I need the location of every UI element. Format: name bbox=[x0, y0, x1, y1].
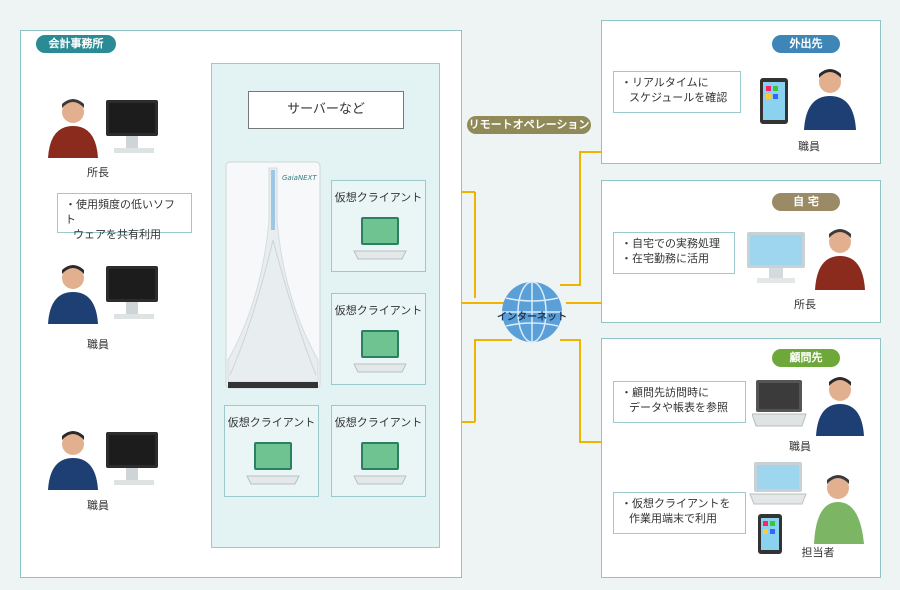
server-tower bbox=[224, 160, 322, 392]
outside-figure bbox=[758, 68, 868, 134]
laptop-icon bbox=[353, 217, 407, 260]
client-person2-label: 担当者 bbox=[801, 546, 835, 559]
virtual-client-4: 仮想クライアント bbox=[331, 405, 426, 497]
virtual-client-4-label: 仮想クライアント bbox=[334, 416, 423, 429]
office-title: 会計事務所 bbox=[36, 35, 116, 53]
outside-note: ・リアルタイムに スケジュールを確認 bbox=[613, 71, 741, 113]
remote-operation-label: リモートオペレーション bbox=[467, 116, 591, 134]
client-note1-line2: データや帳表を参照 bbox=[629, 401, 728, 414]
home-person-label: 所長 bbox=[794, 298, 816, 311]
client-person1-label: 職員 bbox=[789, 440, 811, 453]
staff1-figure bbox=[40, 262, 165, 328]
virtual-client-3-label: 仮想クライアント bbox=[227, 416, 316, 429]
client-title: 顧問先 bbox=[772, 349, 840, 367]
laptop-icon bbox=[353, 442, 407, 485]
office-note-line2: ウェアを共有利用 bbox=[73, 228, 161, 241]
home-note-line1: ・自宅での実務処理 bbox=[621, 237, 720, 250]
client-note1-line1: ・顧問先訪問時に bbox=[621, 386, 709, 399]
client-note-2: ・仮想クライアントを 作業用端末で利用 bbox=[613, 492, 746, 534]
staff2-figure bbox=[40, 428, 165, 494]
home-note: ・自宅での実務処理 ・在宅勤務に活用 bbox=[613, 232, 735, 274]
virtual-client-1-label: 仮想クライアント bbox=[334, 191, 423, 204]
virtual-client-1: 仮想クライアント bbox=[331, 180, 426, 272]
virtual-client-3: 仮想クライアント bbox=[224, 405, 319, 497]
virtual-client-2-label: 仮想クライアント bbox=[334, 304, 423, 317]
home-title: 自 宅 bbox=[772, 193, 840, 211]
home-note-line2: ・在宅勤務に活用 bbox=[621, 252, 709, 265]
director-figure bbox=[40, 96, 165, 162]
office-note: ・使用頻度の低いソフト ウェアを共有利用 bbox=[57, 193, 192, 241]
client-figure-2 bbox=[748, 458, 873, 562]
client-note-1: ・顧問先訪問時に データや帳表を参照 bbox=[613, 381, 746, 423]
staff1-label: 職員 bbox=[87, 338, 109, 351]
virtual-client-2: 仮想クライアント bbox=[331, 293, 426, 385]
server-brand: GaiaNEXT bbox=[282, 174, 317, 182]
outside-note-line2: スケジュールを確認 bbox=[629, 91, 728, 104]
client-figure-1 bbox=[752, 372, 872, 438]
outside-note-line1: ・リアルタイムに bbox=[621, 76, 709, 89]
internet-label: インターネット bbox=[497, 312, 567, 323]
outside-person-label: 職員 bbox=[798, 140, 820, 153]
server-title-box: サーバーなど bbox=[248, 91, 404, 129]
server-title: サーバーなど bbox=[287, 102, 365, 117]
home-figure bbox=[745, 226, 875, 292]
staff2-label: 職員 bbox=[87, 499, 109, 512]
laptop-icon bbox=[246, 442, 300, 485]
outside-title: 外出先 bbox=[772, 35, 840, 53]
office-note-line1: ・使用頻度の低いソフト bbox=[65, 198, 175, 226]
client-note2-line1: ・仮想クライアントを bbox=[621, 497, 731, 510]
director-label: 所長 bbox=[87, 166, 109, 179]
laptop-icon bbox=[353, 330, 407, 373]
client-note2-line2: 作業用端末で利用 bbox=[629, 512, 717, 525]
globe-icon bbox=[498, 278, 566, 346]
